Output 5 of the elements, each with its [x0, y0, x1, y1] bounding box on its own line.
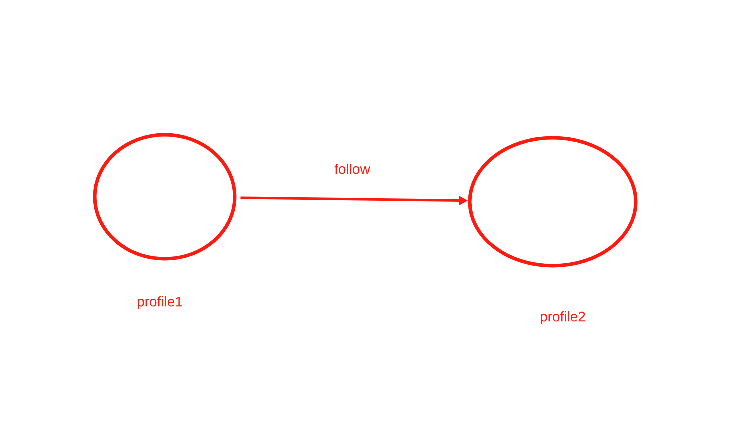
- ellipse-node: [468, 136, 638, 268]
- node-caption: profile1: [138, 296, 182, 310]
- node-caption: profile2: [540, 311, 586, 325]
- edge-label: follow: [334, 164, 370, 174]
- ellipse-node: [93, 133, 237, 261]
